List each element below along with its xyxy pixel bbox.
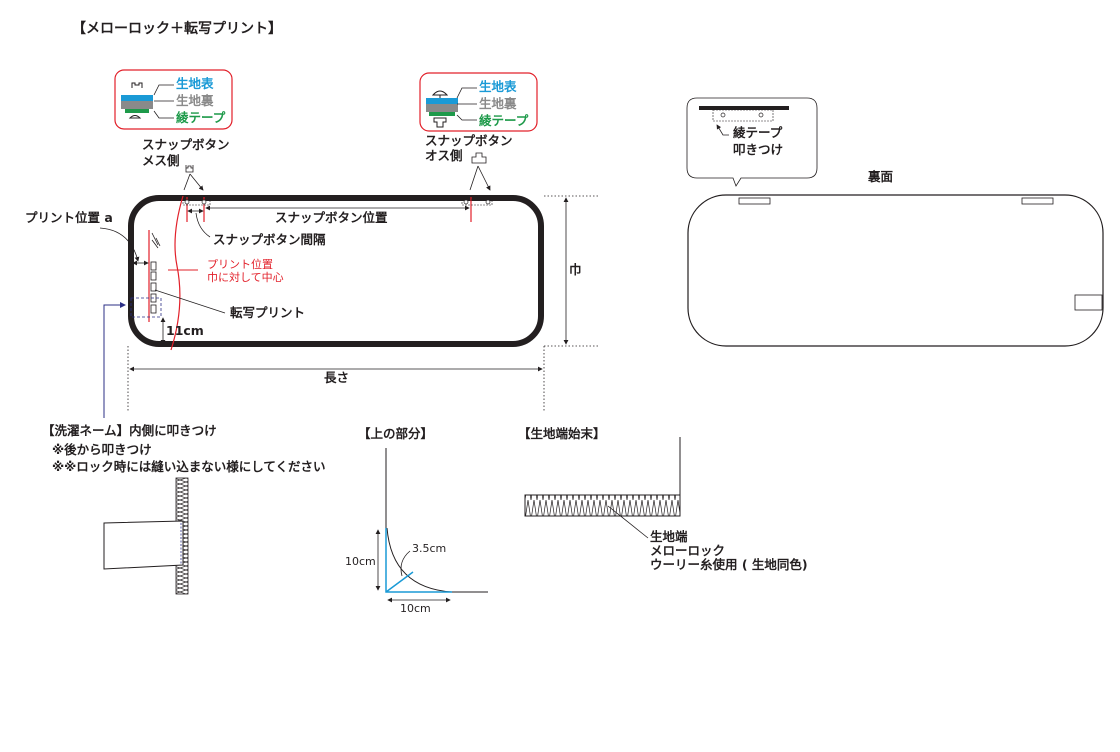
legend-male-box [419, 72, 538, 132]
page-title: 【メローロック＋転写プリント】 [72, 21, 282, 37]
callout-tape-label: 綾テープ [733, 125, 783, 140]
back-side-title: 裏面 [868, 169, 894, 184]
wash-label-note-1: ※後から叩きつけ [52, 442, 152, 457]
callout-bubble [686, 97, 818, 187]
snap-male-side: オス側 [425, 148, 463, 163]
legend-male-back: 生地裏 [479, 96, 517, 111]
back-panel-outline [687, 194, 1104, 347]
transfer-print-mark [150, 232, 161, 314]
legend-female-face: 生地表 [176, 76, 214, 91]
length-label: 長さ [324, 370, 350, 385]
callout-stitch-label: 叩きつけ [733, 142, 784, 157]
print-center-label-2: 巾に対して中心 [207, 271, 284, 284]
snap-female-label: スナップボタン [142, 137, 230, 152]
transfer-print-label: 転写プリント [230, 305, 306, 320]
wash-label-detail [103, 477, 189, 595]
wash-label-note-2: ※※ロック時には縫い込まない様にしてください [52, 459, 326, 474]
legend-female-box [114, 69, 233, 130]
width-label: 巾 [569, 262, 582, 277]
edge-finish-line-1: 生地端 [650, 529, 688, 544]
radius-label: 3.5cm [412, 542, 447, 555]
front-panel-outline [128, 195, 544, 347]
print-center-label-1: プリント位置 [207, 258, 273, 271]
legend-male-tape: 綾テープ [479, 113, 529, 128]
width-10cm-label: 10cm [400, 602, 431, 615]
snap-female-icon [185, 165, 194, 173]
top-part-detail [375, 448, 488, 603]
snap-interval-label: スナップボタン間隔 [213, 232, 326, 247]
edge-finish-line-3: ウーリー糸使用 ( 生地同色) [650, 557, 808, 572]
dim-11cm-label: 11cm [166, 323, 204, 338]
print-position-a-label: プリント位置 a [25, 210, 113, 225]
snap-position-label: スナップボタン位置 [275, 210, 388, 225]
edge-finish-heading: 【生地端始末】 [518, 426, 606, 441]
top-part-heading: 【上の部分】 [358, 426, 434, 441]
snap-female-side: メス側 [142, 153, 180, 168]
wash-label-heading: 【洗濯ネーム】内側に叩きつけ [42, 423, 217, 438]
legend-female-tape: 綾テープ [176, 110, 226, 125]
snap-male-icon [471, 152, 487, 164]
height-10cm-label: 10cm [345, 555, 376, 568]
legend-female-back: 生地裏 [176, 93, 214, 108]
edge-finish-line-2: メローロック [650, 543, 726, 558]
edge-finish-detail [524, 437, 681, 539]
legend-male-face: 生地表 [479, 79, 517, 94]
dimension-guides [127, 195, 600, 412]
snap-male-label: スナップボタン [425, 133, 513, 148]
wash-label-back [1074, 294, 1103, 311]
